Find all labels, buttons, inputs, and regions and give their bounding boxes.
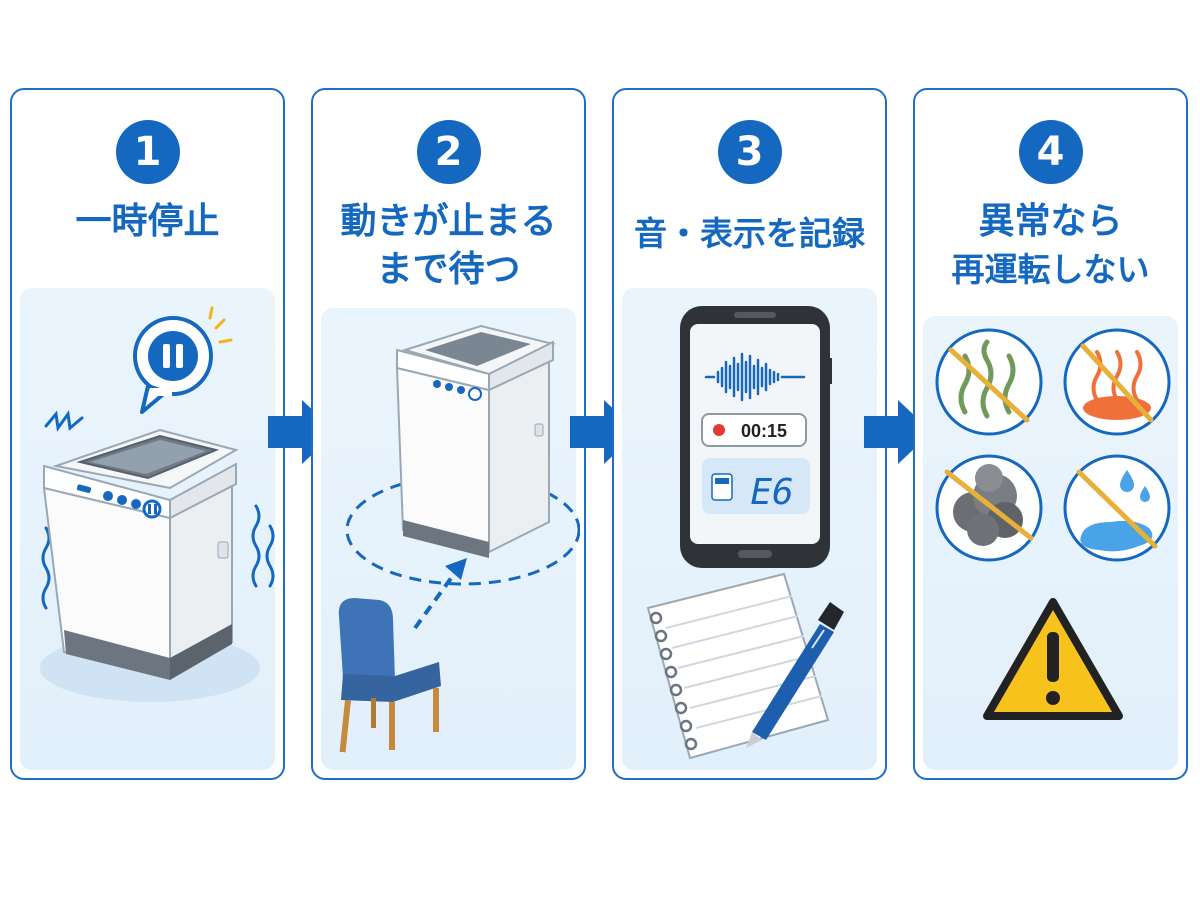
step-1-panel: 1 一時停止: [10, 88, 285, 780]
step-illustration: [321, 308, 580, 770]
step-4-panel: 4 異常なら 再運転しない: [913, 88, 1188, 780]
no-burning-smell-icon: [935, 328, 1043, 436]
step-illustration: [923, 316, 1178, 770]
step-title-line: 一時停止: [75, 201, 220, 242]
step-title: 音・表示を記録: [614, 210, 885, 258]
error-code: E6: [750, 472, 793, 513]
recording-timer: 00:15: [741, 421, 787, 441]
move-away-arrow: [413, 558, 467, 630]
step-title-line: 音・表示を記録: [634, 214, 865, 253]
error-display-icon: [711, 473, 733, 501]
step-illustration: [20, 288, 275, 770]
step-number-badge: 3: [717, 120, 782, 184]
no-smoke-icon: [935, 454, 1043, 562]
chair: [338, 598, 441, 753]
no-water-leak-icon: [1063, 454, 1171, 562]
keep-distance-circle: [345, 474, 580, 586]
step-3-panel: 3 音・表示を記録 00:15 E6: [612, 88, 887, 780]
step-number-badge: 2: [416, 120, 481, 184]
vibration-icon: [41, 410, 275, 610]
step-2-panel: 2 動きが止まる まで待つ: [311, 88, 586, 780]
step-title-line: 異常なら: [978, 201, 1123, 242]
step-title: 一時停止: [12, 198, 283, 246]
step-title: 異常なら 再運転しない: [915, 198, 1186, 294]
record-icon: [713, 424, 725, 436]
pen-icon: [746, 602, 844, 748]
step-title-line: 動きが止まる: [340, 201, 557, 242]
step-number-badge: 1: [115, 120, 180, 184]
washing-machine: [395, 324, 556, 558]
sound-wave-icon: [704, 352, 806, 402]
step-number-badge: 4: [1018, 120, 1083, 184]
pause-icon: [133, 306, 233, 414]
step-title-line: まで待つ: [376, 249, 521, 290]
washing-machine: [40, 428, 260, 702]
step-illustration: 00:15 E6: [622, 288, 877, 770]
step-title-line: 再運転しない: [951, 250, 1150, 289]
warning-icon: [983, 598, 1123, 720]
step-title: 動きが止まる まで待つ: [313, 198, 584, 294]
no-heat-icon: [1063, 328, 1171, 436]
